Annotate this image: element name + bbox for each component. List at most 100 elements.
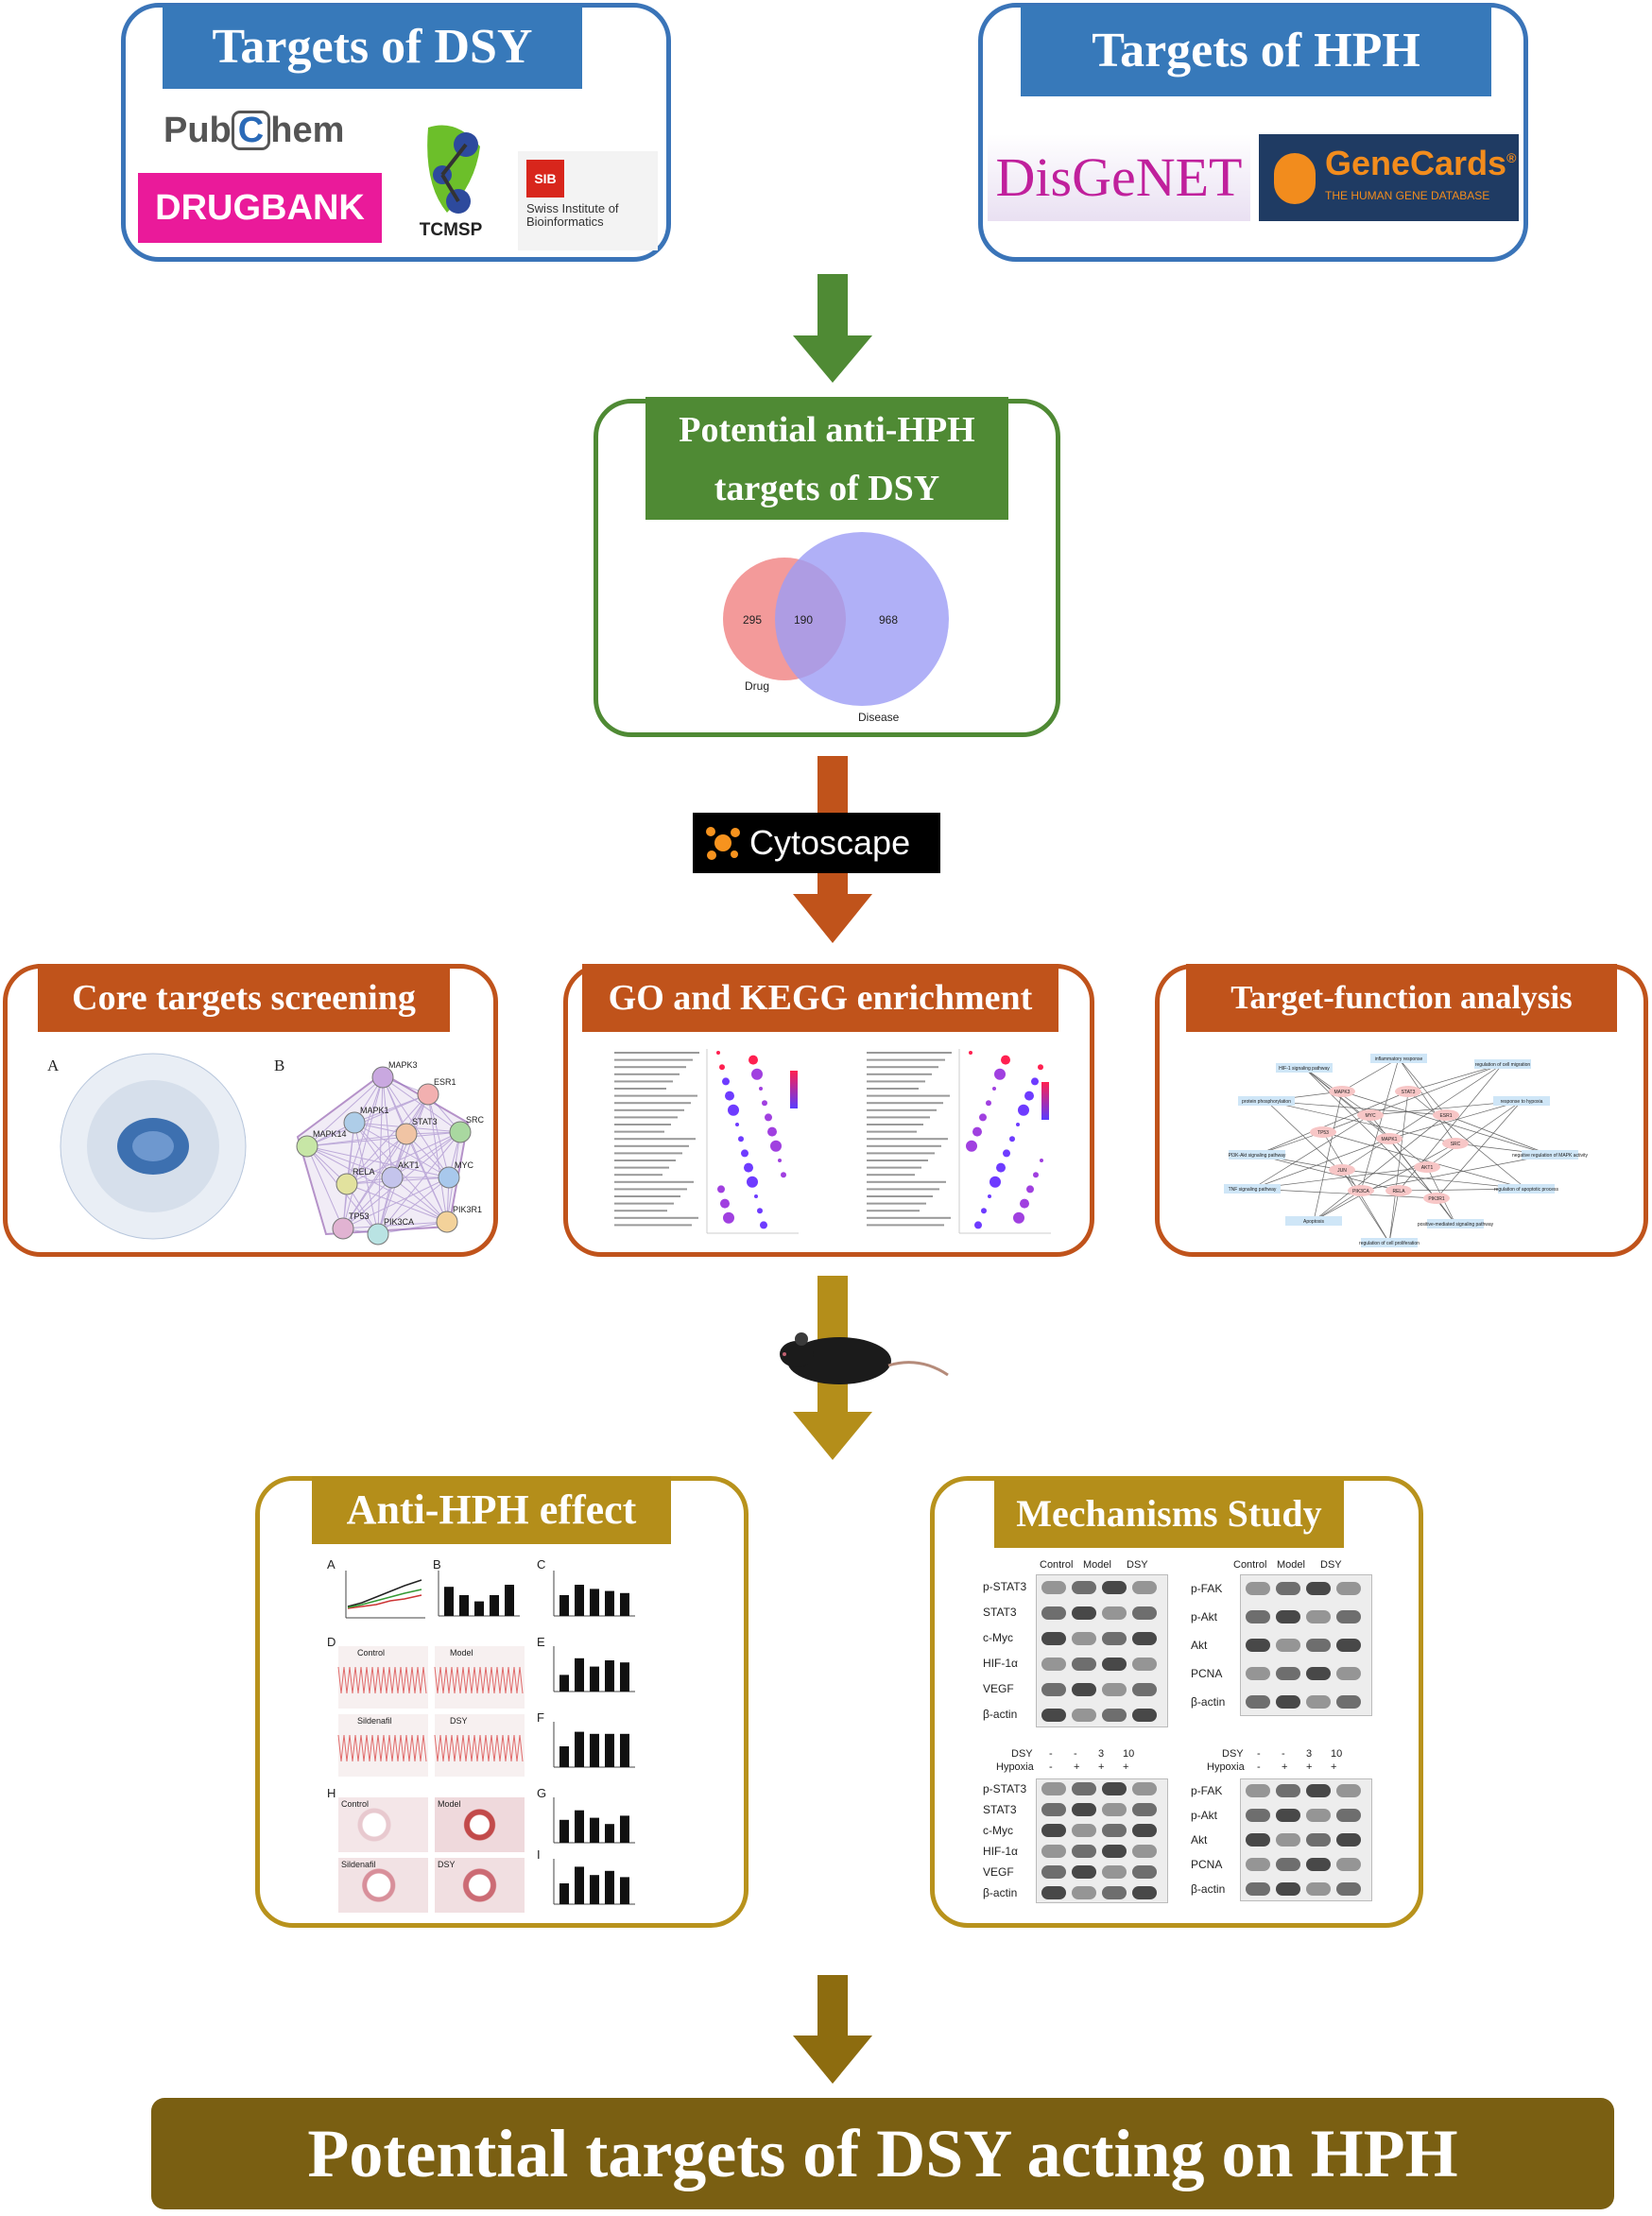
term-label (614, 1144, 689, 1147)
dose-value: 3 (1098, 1748, 1105, 1760)
gene-node: MAPK3 (1329, 1086, 1355, 1097)
dose-value: 10 (1123, 1748, 1135, 1760)
svg-text:TP53: TP53 (349, 1211, 370, 1221)
tcmsp-logo: TCMSP (390, 109, 511, 250)
blot-band (1041, 1886, 1066, 1899)
gene-node: TP53 (1310, 1126, 1336, 1138)
svg-text:PIK3R1: PIK3R1 (453, 1205, 482, 1214)
blot-row-label: STAT3 (983, 1802, 1017, 1816)
bar (590, 1589, 599, 1616)
blot-band (1102, 1886, 1127, 1899)
blot-panel (1036, 1574, 1168, 1727)
blot-row-label: Akt (1191, 1638, 1208, 1652)
cytoscape-logo: Cytoscape (693, 813, 940, 873)
column-header: DSY (1320, 1559, 1342, 1571)
bar (620, 1662, 629, 1692)
panel-label: D (327, 1635, 336, 1649)
enrichment-dot (754, 1194, 758, 1198)
blot-band (1306, 1809, 1331, 1822)
genecards-sub: THE HUMAN GENE DATABASE (1325, 189, 1490, 202)
bar (590, 1666, 599, 1692)
term-label (867, 1160, 928, 1161)
venn-overlap: 190 (794, 613, 813, 627)
enrichment-dot (988, 1194, 991, 1198)
term-label (614, 1195, 680, 1197)
blot-band (1102, 1657, 1127, 1671)
function-node: Apoptosis (1285, 1216, 1342, 1226)
blot-row-label: p-STAT3 (983, 1781, 1027, 1795)
term-label (867, 1088, 919, 1090)
blot-band (1336, 1582, 1361, 1595)
term-label (614, 1180, 694, 1183)
trace-label: Control (357, 1648, 386, 1658)
bar (590, 1875, 599, 1904)
svg-text:Apoptosis: Apoptosis (1303, 1219, 1324, 1225)
bar (459, 1595, 469, 1616)
blot-band (1276, 1784, 1300, 1797)
blot-band (1306, 1858, 1331, 1871)
function-node: positive-mediated signaling pathway (1418, 1219, 1494, 1228)
blot-band (1306, 1667, 1331, 1680)
blot-row-label: PCNA (1191, 1666, 1223, 1680)
term-label (614, 1174, 663, 1177)
svg-text:protein phosphorylation: protein phosphorylation (1242, 1099, 1291, 1105)
core-targets-title: Core targets screening (38, 964, 450, 1032)
gene-node: MYC (1357, 1109, 1384, 1121)
term-label (867, 1180, 946, 1183)
blot-band (1306, 1639, 1331, 1652)
blot-band (1072, 1824, 1096, 1837)
bar (605, 1590, 614, 1616)
blot-band (1132, 1845, 1157, 1858)
term-label (867, 1058, 945, 1061)
enrichment-dot (1038, 1064, 1043, 1071)
enrichment-dot (986, 1100, 991, 1107)
ppi-node: MAPK1 (343, 1106, 389, 1134)
enrichment-dot (749, 1055, 758, 1065)
venn-diagram: 295 190 968 Drug Disease (723, 532, 949, 724)
bar-chart (553, 1797, 635, 1844)
histology-label: DSY (438, 1860, 456, 1869)
svg-text:PIK3CA: PIK3CA (1352, 1189, 1369, 1194)
bar (590, 1733, 599, 1767)
enrichment-dot (1018, 1104, 1029, 1116)
dose-value: 10 (1331, 1748, 1343, 1760)
term-label (614, 1102, 691, 1105)
function-node: TNF signaling pathway (1224, 1184, 1281, 1194)
blot-band (1072, 1782, 1096, 1795)
gene-node: AKT1 (1414, 1161, 1440, 1173)
term-label (867, 1080, 925, 1083)
svg-text:MAPK14: MAPK14 (313, 1129, 347, 1139)
blot-row-label: VEGF (983, 1864, 1014, 1879)
gene-node: PIK3CA (1348, 1185, 1374, 1196)
final-conclusion-banner: Potential targets of DSY acting on HPH (151, 2098, 1614, 2209)
gene-node: STAT3 (1395, 1086, 1421, 1097)
svg-text:ESR1: ESR1 (434, 1077, 456, 1087)
blot-band (1041, 1782, 1066, 1795)
blot-band (1336, 1610, 1361, 1623)
dose-value: - (1074, 1748, 1077, 1760)
genecards-icon (1274, 153, 1316, 204)
blot-band (1102, 1824, 1127, 1837)
function-node: inflammatory response (1370, 1054, 1427, 1063)
ppi-node: AKT1 (381, 1160, 420, 1189)
term-label (867, 1216, 951, 1219)
enrichment-dot (966, 1140, 977, 1152)
panel-label: I (537, 1847, 541, 1862)
enrichment-dot (757, 1208, 763, 1214)
blot-band (1276, 1695, 1300, 1709)
function-node: regulation of apoptotic process (1494, 1184, 1559, 1194)
bar (444, 1587, 454, 1616)
term-label (867, 1102, 943, 1105)
gene-node: PIK3R1 (1423, 1193, 1450, 1204)
enrichment-dot (974, 1221, 982, 1229)
panel-label: G (537, 1786, 547, 1800)
enrichment-dot (716, 1051, 720, 1055)
blot-band (1072, 1580, 1096, 1594)
blot-band (1132, 1886, 1157, 1899)
svg-text:negative regulation of MAPK ac: negative regulation of MAPK activity (1512, 1153, 1589, 1159)
svg-text:TP53: TP53 (1317, 1130, 1329, 1136)
trace-label: Sildenafil (357, 1716, 392, 1726)
term-label (614, 1058, 693, 1061)
pressure-traces: Control Model Sildenafil DSY (337, 1646, 527, 1778)
term-label (867, 1130, 917, 1133)
